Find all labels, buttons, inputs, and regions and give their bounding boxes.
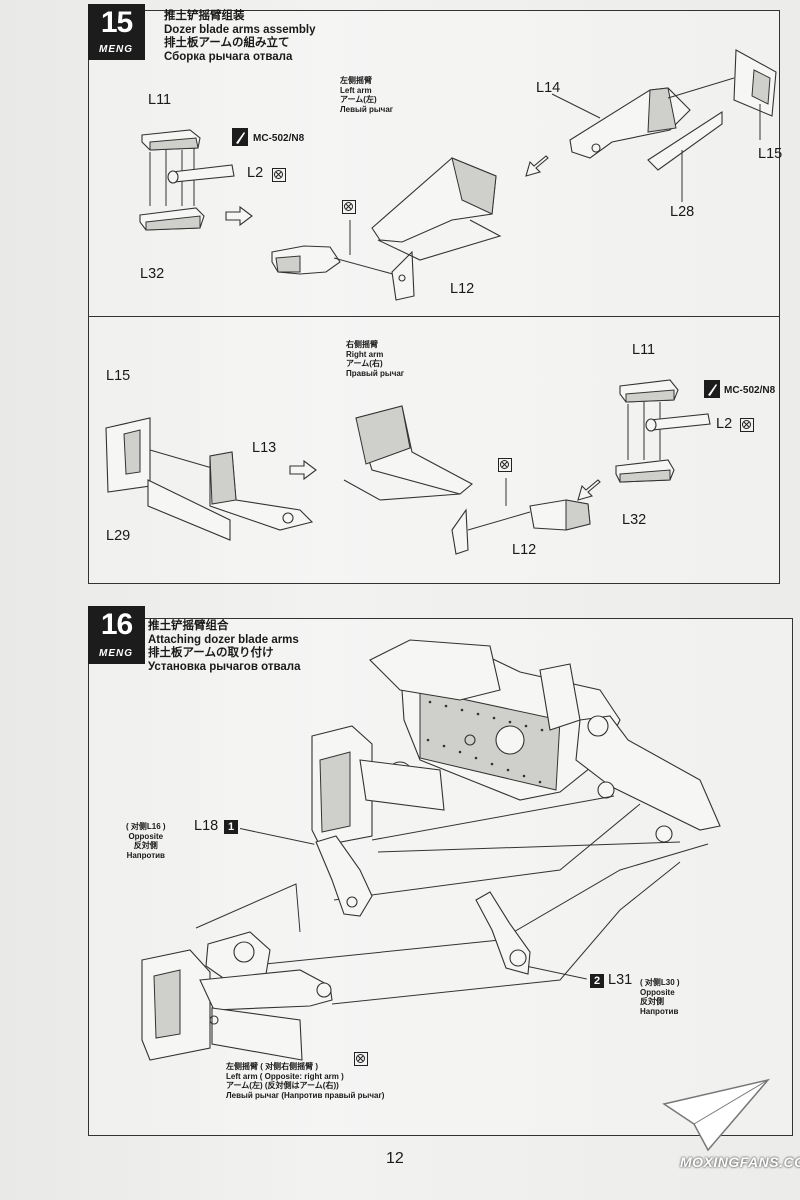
step15-divider	[88, 316, 780, 317]
bottom-arm-note-cn: 左侧摇臂 ( 对侧右侧摇臂 )	[226, 1062, 318, 1071]
part-label-l18: L18	[194, 818, 219, 834]
left-arm-label: 左侧摇臂 Left arm アーム(左) Левый рычаг	[340, 76, 393, 114]
no-glue-icon	[342, 200, 356, 214]
step16-title-jp: 排土板アームの取り付け	[148, 647, 274, 659]
no-glue-icon	[272, 168, 286, 182]
step15-title-jp: 排土板アームの組み立て	[164, 37, 290, 49]
left-arm-jp: アーム(左)	[340, 95, 377, 104]
right-arm-jp: アーム(右)	[346, 359, 383, 368]
step15-number: 15	[100, 6, 133, 39]
step15-badge: 15 MENG	[88, 4, 145, 60]
l31-opposite-prefix: ( 对侧L30 )	[640, 978, 680, 987]
right-arm-en: Right arm	[346, 349, 384, 359]
part-label-l12: L12	[450, 281, 475, 297]
right-arm-label: 右侧摇臂 Right arm アーム(右) Правый рычаг	[346, 340, 404, 378]
part-label-l11-b: L11	[632, 342, 656, 358]
l18-opposite-ru: Напротив	[126, 850, 165, 860]
step16-titles: 推土铲摇臂组合 Attaching dozer blade arms 排土板アー…	[148, 620, 300, 674]
l18-opposite-jp: 反対側	[133, 841, 158, 850]
watermark-text: MOXINGFANS.COM	[680, 1154, 800, 1170]
step15-titles: 推土铲摇臂组装 Dozer blade arms assembly 排土板アーム…	[164, 10, 316, 64]
right-arm-cn: 右侧摇臂	[346, 340, 378, 349]
paint-code-bottom: MC-502/N8	[724, 385, 776, 396]
left-arm-ru: Левый рычаг	[340, 104, 394, 114]
paint-code-top: MC-502/N8	[253, 133, 305, 144]
part-label-l15-b: L15	[106, 368, 131, 384]
part-label-l13: L13	[252, 440, 277, 456]
meng-logo: MENG	[99, 44, 133, 55]
step15-title-cn: 推土铲摇臂组装	[164, 10, 245, 22]
no-glue-icon	[354, 1052, 368, 1066]
bottom-arm-note-jp: アーム(左) (反対側はアーム(右))	[226, 1081, 339, 1090]
step16-title-cn: 推土铲摇臂组合	[148, 620, 229, 632]
part-label-l15: L15	[758, 146, 783, 162]
quantity-badge-l18: 1	[224, 820, 238, 834]
quantity-badge-l31: 2	[590, 974, 604, 988]
l31-opposite: ( 对侧L30 ) Opposite 反対側 Напротив	[640, 978, 680, 1016]
part-label-l32: L32	[140, 266, 165, 282]
meng-logo: MENG	[99, 648, 133, 659]
l31-opposite-en: Opposite	[640, 987, 675, 997]
bottom-arm-note: 左侧摇臂 ( 对侧右侧摇臂 ) Left arm ( Opposite: rig…	[226, 1062, 384, 1100]
step16-badge: 16 MENG	[88, 606, 145, 664]
left-arm-cn: 左侧摇臂	[340, 76, 372, 85]
step15-title-en: Dozer blade arms assembly	[164, 23, 316, 36]
no-glue-icon	[498, 458, 512, 472]
part-label-l32-b: L32	[622, 512, 647, 528]
step16-number: 16	[100, 608, 133, 641]
part-label-l2-b: L2	[716, 416, 733, 432]
part-label-l29: L29	[106, 528, 131, 544]
step16-title-en: Attaching dozer blade arms	[148, 633, 299, 646]
part-label-l28: L28	[670, 204, 695, 220]
paint-brush-icon	[232, 128, 248, 146]
part-label-l2: L2	[247, 165, 264, 181]
right-arm-ru: Правый рычаг	[346, 368, 405, 378]
step16-title-ru: Установка рычагов отвала	[148, 660, 301, 673]
l18-opposite-prefix: ( 对侧L16 )	[126, 822, 166, 831]
bottom-arm-note-ru: Левый рычаг (Напротив правый рычаг)	[226, 1090, 385, 1100]
l31-opposite-ru: Напротив	[640, 1006, 679, 1016]
page-number: 12	[386, 1150, 404, 1167]
part-label-l14: L14	[536, 80, 561, 96]
l18-opposite: ( 对侧L16 ) Opposite 反対側 Напротив	[126, 822, 166, 860]
part-label-l12-b: L12	[512, 542, 537, 558]
l18-opposite-en: Opposite	[128, 831, 164, 841]
bottom-arm-note-en: Left arm ( Opposite: right arm )	[226, 1071, 344, 1081]
part-label-l11: L11	[148, 92, 172, 108]
step15-title-ru: Сборка рычага отвала	[164, 50, 293, 63]
part-label-l31: L31	[608, 972, 633, 988]
no-glue-icon	[740, 418, 754, 432]
left-arm-en: Left arm	[340, 85, 372, 95]
paint-brush-icon	[704, 380, 720, 398]
l31-opposite-jp: 反対側	[640, 997, 664, 1006]
